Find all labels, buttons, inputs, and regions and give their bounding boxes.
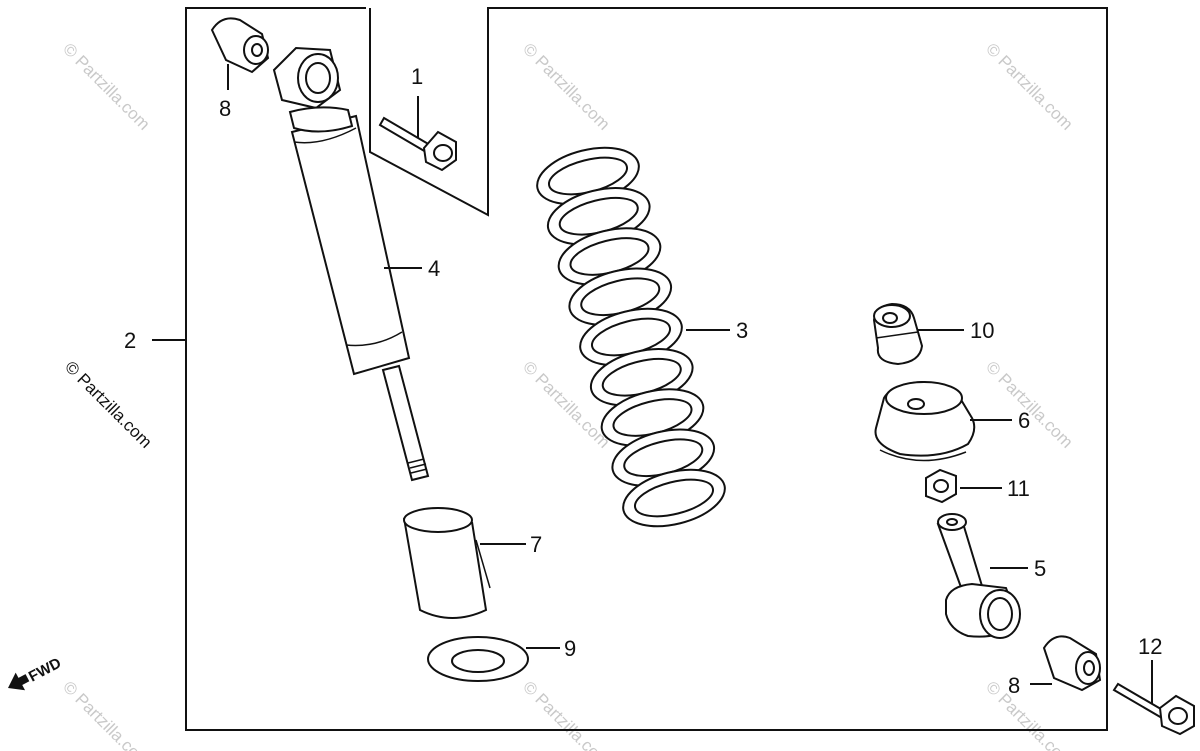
label-part-11: 11 [1007,476,1030,501]
lower-eye-rod [936,513,1021,639]
assembly-boundary [185,7,1108,731]
sleeve-collar [403,507,491,619]
shock-absorber [272,46,430,482]
part-labels: 1 2 3 4 5 6 7 8 8 9 10 11 12 [124,64,1162,698]
fwd-direction-indicator: FWD [8,654,64,691]
label-part-5: 5 [1034,556,1046,581]
spring-seat-cap [874,380,976,462]
watermark-5: © Partzilla.com [982,357,1076,451]
label-part-8-top: 8 [219,96,231,121]
label-part-6: 6 [1018,408,1030,433]
label-part-1: 1 [411,64,423,89]
label-part-9: 9 [564,636,576,661]
watermark-left: © Partzilla.com [61,357,155,451]
watermark-8: © Partzilla.com [982,677,1076,751]
bolt-1 [378,116,457,172]
label-part-2: 2 [124,328,136,353]
spring-coil-inner [633,478,715,518]
rubber-stopper [872,302,924,366]
label-part-3: 3 [736,318,748,343]
label-part-4: 4 [428,256,440,281]
label-part-12: 12 [1138,634,1162,659]
fwd-arrow-icon [8,672,30,691]
label-part-10: 10 [970,318,994,343]
watermark-2: © Partzilla.com [519,39,613,133]
bushing-bottom [1042,635,1102,692]
leader-lines [152,64,1153,704]
watermark-6: © Partzilla.com [59,677,153,751]
fwd-label: FWD [26,654,64,685]
hex-nut [925,468,957,504]
watermark-3: © Partzilla.com [982,39,1076,133]
watermark-7: © Partzilla.com [519,677,613,751]
label-part-7: 7 [530,532,542,557]
label-part-8-bottom: 8 [1008,673,1020,698]
bolt-12 [1112,682,1195,736]
washer [427,636,529,682]
bushing-top [210,17,270,74]
watermark-1: © Partzilla.com [59,39,153,133]
coil-spring [536,146,726,528]
